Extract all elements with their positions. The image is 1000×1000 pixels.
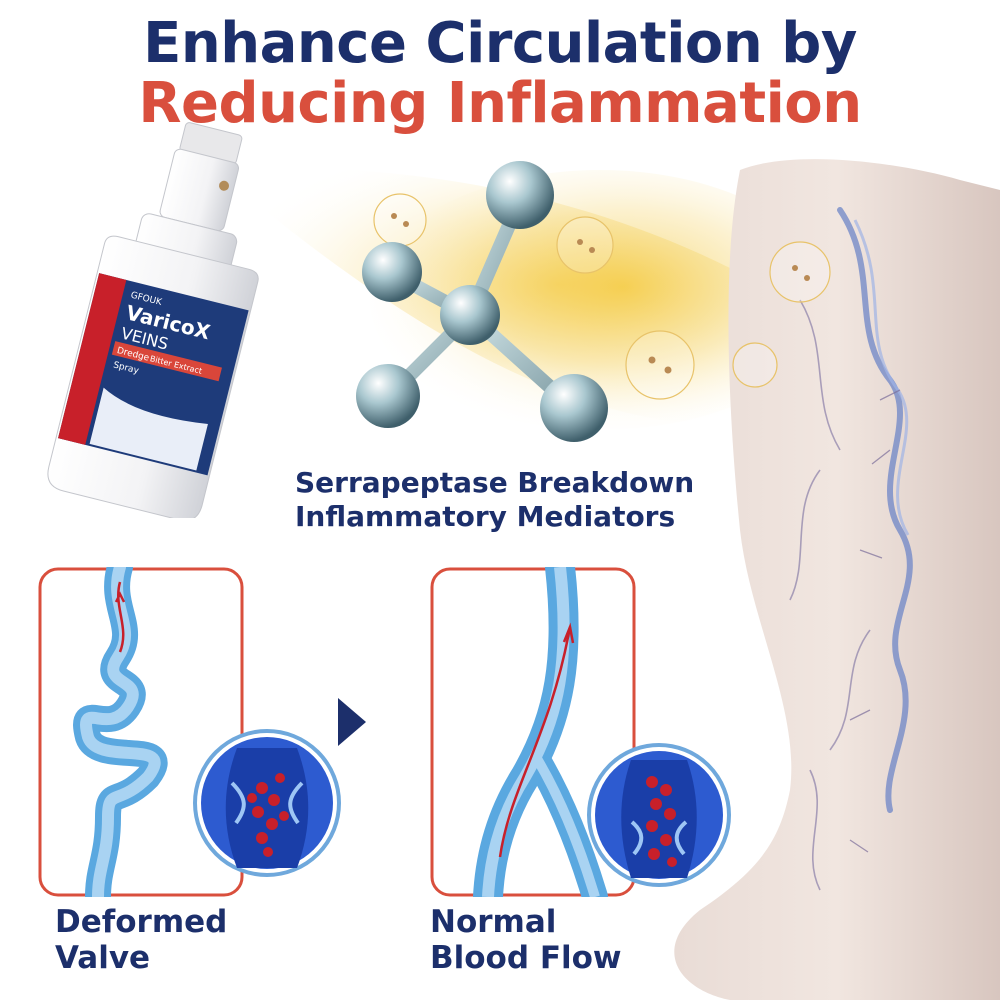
before-line-2: Valve: [55, 940, 151, 976]
headline-line-2: Reducing Inflammation: [138, 71, 862, 136]
deformed-valve-panel: [38, 567, 244, 897]
spray-bottle: GFOUK VaricoX VEINS Dredge Bitter Extrac…: [47, 122, 259, 518]
headline-line-1: Enhance Circulation by: [143, 11, 857, 76]
before-line-1: Deformed: [55, 904, 228, 940]
mediator-bubbles: [373, 193, 831, 400]
leg-illustration: [674, 159, 1000, 1000]
normal-flow-panel: [430, 567, 636, 897]
before-caption: Deformed Valve: [55, 904, 227, 976]
normal-flow-zoom: [587, 743, 731, 887]
transition-arrow-icon: [338, 698, 366, 746]
mechanism-line-1: Serrapeptase Breakdown: [295, 466, 695, 499]
after-line-2: Blood Flow: [430, 940, 622, 976]
molecule-icon: [356, 161, 608, 442]
deformed-valve-zoom: [193, 729, 341, 877]
spray-mist: [240, 168, 830, 430]
after-line-1: Normal: [430, 904, 557, 940]
mechanism-caption: Serrapeptase Breakdown Inflammatory Medi…: [295, 466, 694, 534]
mechanism-line-2: Inflammatory Mediators: [295, 500, 676, 533]
after-caption: Normal Blood Flow: [430, 904, 622, 976]
